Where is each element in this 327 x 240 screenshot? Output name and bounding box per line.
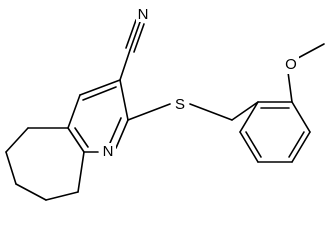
bond-c2-s (127, 103, 171, 121)
benzene-ring (239, 101, 311, 163)
cycloheptane-ring (5, 127, 85, 201)
bond-c3-cn (119, 49, 131, 81)
bond-c2-c3 (119, 79, 129, 121)
bond-ar5-ar6-inner (245, 131, 262, 158)
bond-cn-triple-1 (129, 21, 141, 51)
bond-cn-triple-2 (125, 19, 137, 49)
nitrile-group (119, 19, 145, 81)
bond-s-ch2 (189, 103, 233, 121)
bond-c3-c4 (79, 79, 121, 96)
bond-c4-c4a (67, 94, 81, 129)
bond-ar2-ar3 (291, 101, 311, 133)
sulfur-label: S (175, 96, 185, 113)
bond-ar5-ar6 (239, 131, 259, 163)
oxygen-label: O (285, 56, 297, 73)
thioether-linker (127, 101, 259, 121)
bond-o-ch3 (297, 43, 325, 59)
atom-labels: N S N O (100, 6, 299, 161)
bond-ch2-ar (231, 101, 259, 121)
chemical-structure-diagram: N S N O (5, 6, 325, 201)
nitrile-nitrogen-label: N (138, 6, 149, 23)
bond-ar3-ar4-inner (288, 131, 305, 158)
bond-n1-c2 (115, 119, 129, 149)
bond-c4a-c9a (67, 127, 85, 153)
bond-cn-triple-3 (133, 23, 145, 53)
bond-c6-c7 (5, 151, 17, 185)
bond-c4a-c9a-double (74, 127, 89, 148)
pyridine-ring (67, 79, 129, 153)
bond-c3-c4-double (82, 86, 117, 101)
bond-ar6-ar1 (239, 101, 259, 133)
bond-ar3-ar4 (291, 131, 311, 163)
bond-c9-c9a (77, 151, 85, 193)
bond-ar2-o (287, 71, 293, 103)
ring-nitrogen-label: N (103, 143, 114, 160)
bond-c8-c9 (45, 191, 79, 201)
bond-c7-c8 (15, 183, 47, 201)
bond-n1-c2-double (109, 117, 122, 144)
bond-c5-c6 (5, 127, 29, 153)
methoxy-group (287, 43, 325, 103)
